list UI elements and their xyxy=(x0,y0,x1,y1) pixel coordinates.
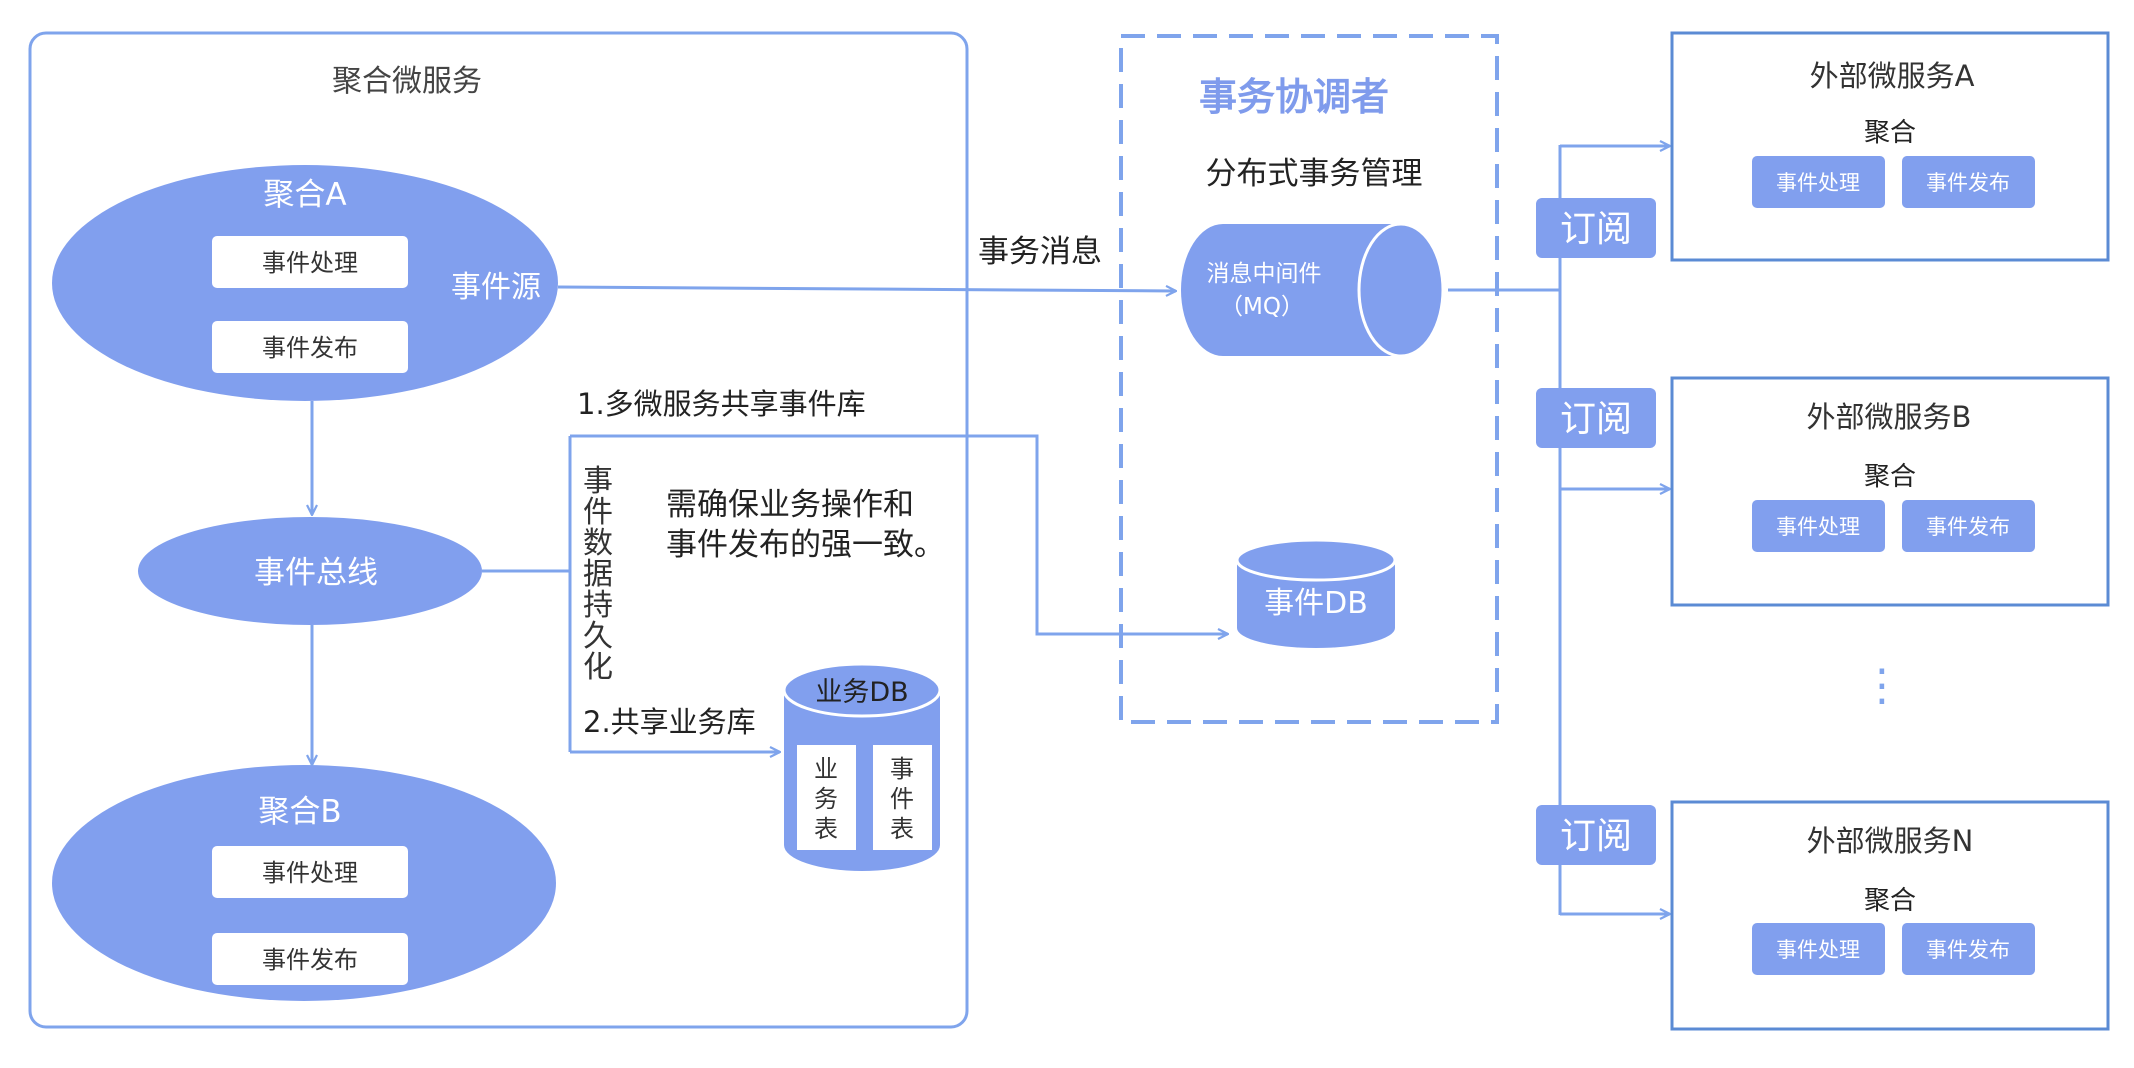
external-service-aggregate: 聚合 xyxy=(1864,462,1916,492)
consistency-note-line2: 事件发布的强一致。 xyxy=(666,527,945,563)
persistence-char: 持 xyxy=(583,588,613,623)
event-table-box xyxy=(873,745,932,850)
consistency-note-line1: 需确保业务操作和 xyxy=(666,487,914,523)
aggregate-b-title: 聚合B xyxy=(258,794,341,830)
event-publish-label: 事件发布 xyxy=(1926,171,2010,195)
aggregate-a-event-handle-box xyxy=(212,236,408,288)
external-service-a: 外部微服务A 聚合 事件处理 事件发布 xyxy=(1670,31,2110,262)
event-table-char: 件 xyxy=(890,785,914,813)
aggregate-b-event-publish-box xyxy=(212,933,408,985)
event-db: 事件DB xyxy=(1235,538,1397,648)
panel-title: 聚合微服务 xyxy=(332,64,482,99)
persistence-vertical-label: 事 件 数 据 持 久 化 xyxy=(583,464,613,685)
event-handle-button xyxy=(1752,500,1885,552)
external-service-aggregate: 聚合 xyxy=(1864,886,1916,916)
subscribe-tag-a xyxy=(1536,198,1656,258)
persistence-char: 据 xyxy=(583,557,613,592)
event-bus-ellipse xyxy=(138,517,482,625)
subscribe-label-n: 订阅 xyxy=(1560,816,1632,857)
event-handle-button xyxy=(1752,156,1885,208)
event-db-label: 事件DB xyxy=(1264,586,1368,621)
external-service-aggregate: 聚合 xyxy=(1864,118,1916,148)
event-handle-label: 事件处理 xyxy=(1776,515,1860,539)
event-table-char: 事 xyxy=(890,755,914,783)
event-publish-label: 事件发布 xyxy=(1926,515,2010,539)
aggregate-a-event-publish-box xyxy=(212,321,408,373)
aggregate-a-title: 聚合A xyxy=(263,177,346,213)
aggregate-b-event-handle-box xyxy=(212,846,408,898)
event-table-char: 表 xyxy=(890,815,914,843)
event-handle-label: 事件处理 xyxy=(1776,938,1860,962)
arrow-to-event-db xyxy=(570,434,1228,634)
subscribe-tag-b xyxy=(1536,388,1656,448)
option1-label: 1.多微服务共享事件库 xyxy=(577,387,866,421)
event-publish-button xyxy=(1902,500,2035,552)
persistence-char: 件 xyxy=(583,495,613,530)
business-db: 业务DB 业 务 表 事 件 表 xyxy=(782,662,942,871)
event-publish-button xyxy=(1902,923,2035,975)
persistence-char: 数 xyxy=(583,526,613,561)
business-table-char: 务 xyxy=(814,785,838,813)
persistence-char: 久 xyxy=(583,619,613,654)
message-queue: 消息中间件 （MQ） xyxy=(1181,222,1445,358)
transaction-coordinator-box xyxy=(1119,34,1499,724)
subscribe-label-b: 订阅 xyxy=(1560,399,1632,440)
subscribe-tag-n xyxy=(1536,805,1656,865)
aggregate-microservice-panel xyxy=(28,31,969,1029)
external-service-n: 外部微服务N 聚合 事件处理 事件发布 xyxy=(1670,800,2110,1031)
coordinator-subtitle: 分布式事务管理 xyxy=(1206,156,1423,192)
external-service-title: 外部微服务A xyxy=(1810,59,1975,93)
mq-sublabel: （MQ） xyxy=(1220,294,1304,320)
transaction-message-label: 事务消息 xyxy=(978,234,1102,270)
event-handle-label: 事件处理 xyxy=(1776,171,1860,195)
event-bus-label: 事件总线 xyxy=(254,555,378,591)
external-service-b: 外部微服务B 聚合 事件处理 事件发布 xyxy=(1670,376,2110,607)
business-table-char: 表 xyxy=(814,815,838,843)
aggregate-a-event-publish: 事件发布 xyxy=(262,334,358,362)
arrow-event-source-to-mq xyxy=(557,287,1176,291)
event-source-label: 事件源 xyxy=(451,270,541,305)
mq-label: 消息中间件 xyxy=(1207,261,1322,287)
business-table-box xyxy=(797,745,856,850)
ellipsis-icon: ⋮ xyxy=(1860,660,1904,711)
coordinator-title: 事务协调者 xyxy=(1199,75,1389,119)
business-db-title: 业务DB xyxy=(815,677,908,708)
option2-label: 2.共享业务库 xyxy=(583,705,756,739)
aggregate-a-event-handle: 事件处理 xyxy=(262,249,358,277)
event-publish-button xyxy=(1902,156,2035,208)
event-publish-label: 事件发布 xyxy=(1926,938,2010,962)
business-table-char: 业 xyxy=(814,755,838,783)
external-service-title: 外部微服务N xyxy=(1807,824,1974,858)
aggregate-b-event-handle: 事件处理 xyxy=(262,859,358,887)
event-handle-button xyxy=(1752,923,1885,975)
subscribe-label-a: 订阅 xyxy=(1560,209,1632,250)
aggregate-b-event-publish: 事件发布 xyxy=(262,946,358,974)
persistence-char: 化 xyxy=(583,650,613,685)
external-service-title: 外部微服务B xyxy=(1807,400,1972,434)
persistence-char: 事 xyxy=(583,464,613,499)
